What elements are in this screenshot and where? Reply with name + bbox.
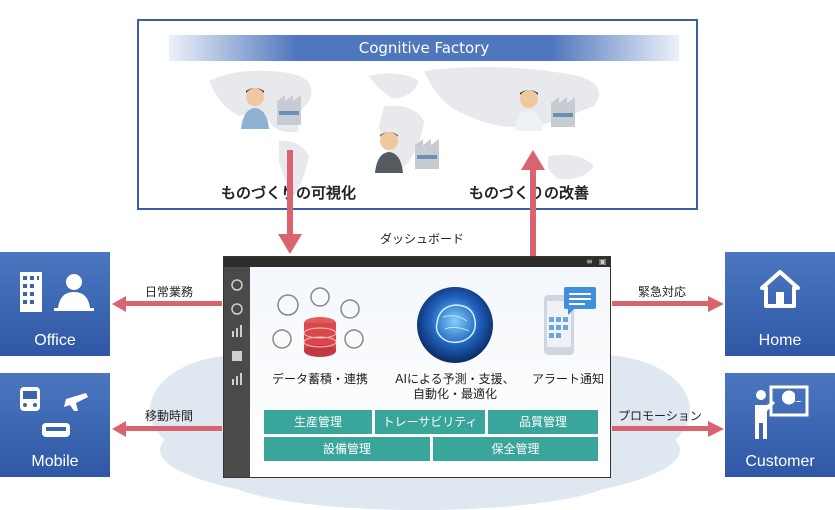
office-building-icon xyxy=(20,272,94,312)
function-maintenance[interactable]: 保全管理 xyxy=(433,437,598,461)
up-arrow xyxy=(521,150,545,258)
ai-label-line1: AIによる予測・支援、 xyxy=(395,372,515,386)
customer-box[interactable]: Customer xyxy=(725,373,835,477)
function-production[interactable]: 生産管理 xyxy=(264,410,372,434)
mobile-arrow xyxy=(112,421,222,437)
window-icon[interactable]: ▣ xyxy=(599,257,607,266)
alert-label: アラート通知 xyxy=(531,372,604,386)
menu-icon[interactable]: ≡ xyxy=(586,257,593,266)
data-storage-label: データ蓄積・連携 xyxy=(271,372,368,386)
office-arrow-label: 日常業務 xyxy=(145,285,194,299)
down-arrow xyxy=(278,150,302,254)
home-icon xyxy=(760,270,800,308)
ai-label-line2: 自動化・最適化 xyxy=(412,387,497,401)
home-arrow-label: 緊急対応 xyxy=(638,285,687,299)
customer-label: Customer xyxy=(745,453,815,470)
panel-title: Cognitive Factory xyxy=(169,35,679,61)
engineer-factory-center xyxy=(375,132,439,173)
database-icon xyxy=(272,287,364,357)
cognitive-factory-panel: Cognitive Factory ものづくりの可視化 ものづくりの改善 xyxy=(137,19,698,210)
dashboard-content: データ蓄積・連携 AIによる予測・支援、 自動化・最適化 アラート通知 生産管理… xyxy=(250,267,610,477)
customer-arrow-label: プロモーション xyxy=(618,409,702,423)
dashboard-sidebar xyxy=(224,267,250,477)
transport-icon xyxy=(20,387,88,437)
alert-phone-icon xyxy=(544,287,596,355)
presentation-icon xyxy=(755,385,809,439)
function-quality[interactable]: 品質管理 xyxy=(488,410,598,434)
engineer-factory-left xyxy=(241,88,301,129)
dashboard-titlebar: ≡ ▣ xyxy=(224,257,610,267)
function-traceability[interactable]: トレーサビリティ xyxy=(375,410,485,434)
mobile-arrow-label: 移動時間 xyxy=(145,409,194,423)
function-equipment[interactable]: 設備管理 xyxy=(264,437,430,461)
ai-brain-icon xyxy=(417,287,493,363)
mobile-label: Mobile xyxy=(31,453,79,470)
home-label: Home xyxy=(758,332,802,349)
office-arrow xyxy=(112,296,222,312)
improvement-caption: ものづくりの改善 xyxy=(469,184,590,202)
dashboard-window: ≡ ▣ xyxy=(223,256,611,478)
mobile-box[interactable]: Mobile xyxy=(0,373,110,477)
engineer-factory-right xyxy=(515,90,575,131)
office-label: Office xyxy=(34,332,76,349)
home-arrow xyxy=(612,296,724,312)
office-box[interactable]: Office xyxy=(0,252,110,356)
home-box[interactable]: Home xyxy=(725,252,835,356)
customer-arrow xyxy=(612,421,724,437)
sidebar-icons xyxy=(231,279,243,385)
dashboard-label: ダッシュボード xyxy=(380,232,465,246)
